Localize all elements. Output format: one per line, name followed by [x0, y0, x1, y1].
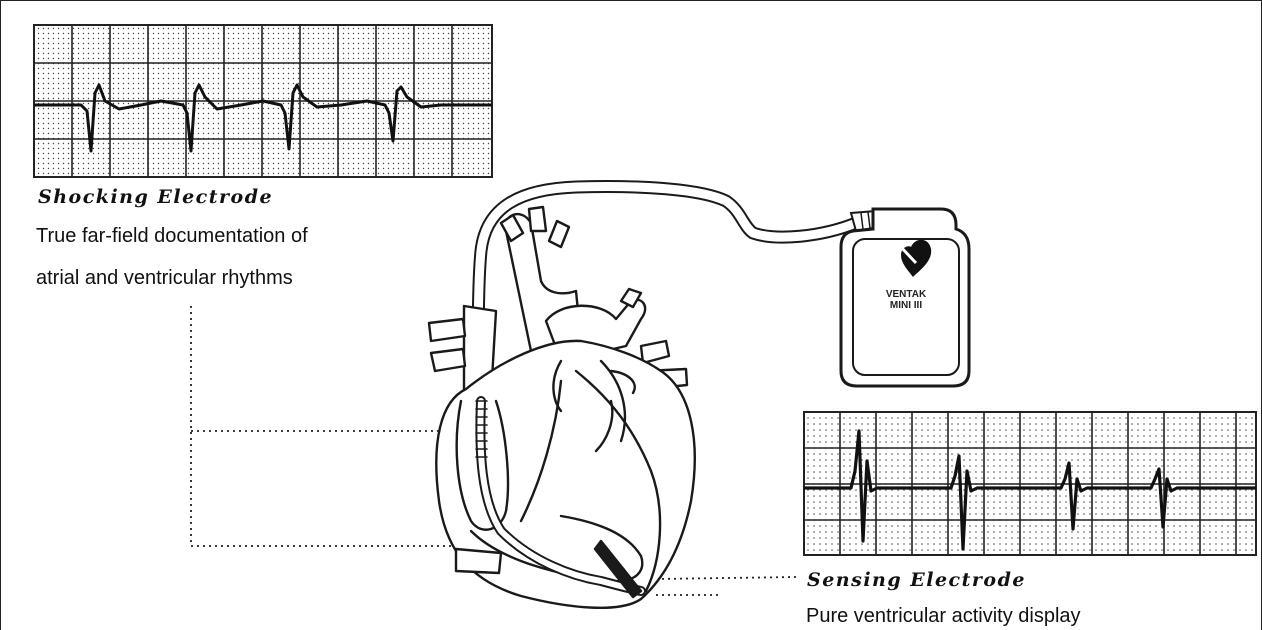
- shocking-electrode-title: Shocking Electrode: [38, 186, 273, 208]
- inferior-vena-cava: [456, 549, 501, 573]
- sensing-electrode-line1: Pure ventricular activity display: [806, 601, 1081, 630]
- aortic-branch-2: [529, 207, 546, 231]
- ecg-strip-sensing: [804, 412, 1256, 555]
- device-label-line1: VENTAK: [863, 289, 949, 300]
- aortic-branch-3: [549, 221, 569, 247]
- device-label: VENTAK MINI III: [863, 289, 949, 311]
- pulmonary-veins-right-2: [431, 349, 465, 371]
- heart-illustration: [429, 207, 695, 608]
- device-label-line2: MINI III: [863, 300, 949, 311]
- shocking-electrode-line1: True far-field documentation of: [36, 221, 308, 251]
- leader-sensing: [656, 577, 796, 579]
- ecg-strip-shocking: [34, 25, 492, 177]
- sensing-electrode-title: Sensing Electrode: [807, 569, 1026, 591]
- shocking-electrode-line2: atrial and ventricular rhythms: [36, 263, 293, 293]
- pulmonary-veins-right: [429, 319, 465, 341]
- pulmonary-veins-left: [641, 341, 669, 363]
